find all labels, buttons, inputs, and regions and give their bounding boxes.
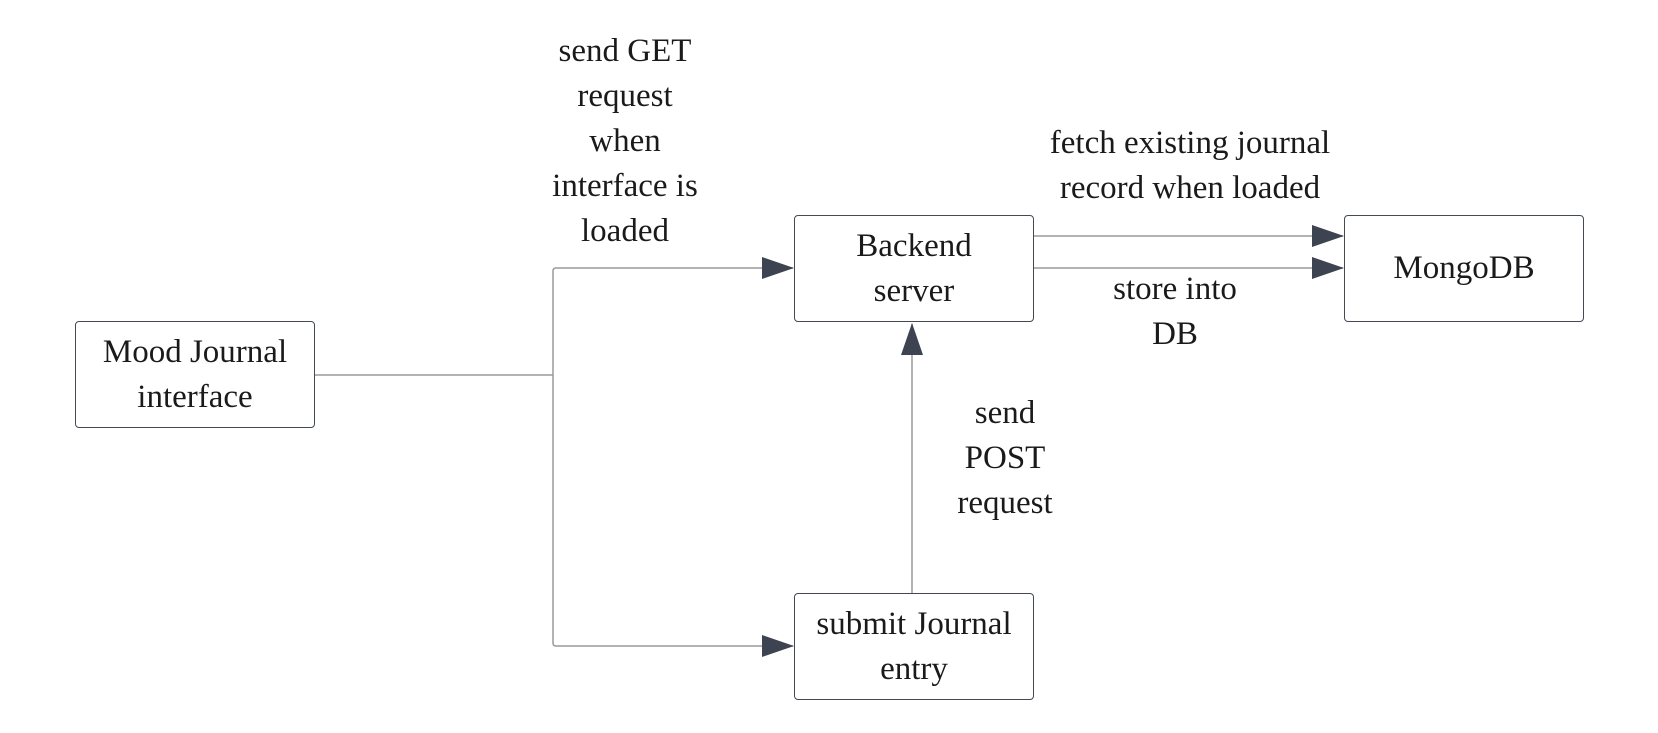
mood-journal-interface-label: Mood Journal interface bbox=[102, 333, 288, 415]
edge-label-fetch-existing-record: fetch existing journal record when loade… bbox=[1049, 125, 1331, 206]
backend-server-node: Backend server bbox=[794, 215, 1034, 322]
edge-label-send-post-request: send POST request bbox=[957, 395, 1053, 521]
mongodb-node: MongoDB bbox=[1344, 215, 1584, 322]
arrow-to-submit-entry bbox=[552, 375, 794, 657]
mood-journal-interface-node: Mood Journal interface bbox=[75, 321, 315, 428]
submit-journal-entry-label: submit Journal entry bbox=[816, 605, 1012, 687]
mongodb-label: MongoDB bbox=[1393, 250, 1535, 286]
backend-server-label: Backend server bbox=[856, 227, 972, 309]
edge-label-send-get-request: send GET request when interface is loade… bbox=[552, 33, 698, 249]
submit-journal-entry-node: submit Journal entry bbox=[794, 593, 1034, 700]
edge-label-store-into-db: store into DB bbox=[1113, 271, 1237, 352]
arrow-get-to-backend bbox=[552, 257, 794, 375]
